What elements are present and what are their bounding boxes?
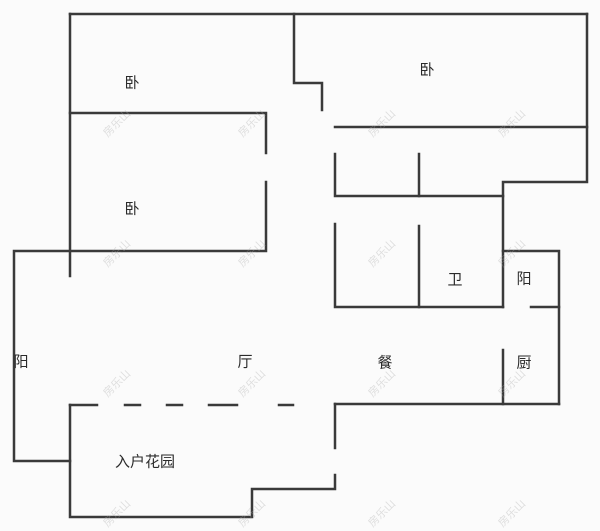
walls bbox=[12, 12, 589, 519]
room-label-balcony-left: 阳 bbox=[13, 352, 29, 371]
wall-closet bbox=[333, 152, 505, 198]
wall-bedroom-divider bbox=[68, 111, 268, 155]
wall-bedroom-right-lower bbox=[12, 180, 268, 463]
room-label-living-room: 厅 bbox=[237, 352, 253, 371]
wall-bathroom bbox=[333, 222, 505, 309]
room-label-balcony-right: 阳 bbox=[516, 269, 532, 288]
wall-right-outer bbox=[501, 12, 589, 309]
room-label-entry-garden: 入户花园 bbox=[114, 452, 176, 471]
room-label-bathroom: 卫 bbox=[447, 270, 463, 289]
room-label-bedroom-top-right: 卧 bbox=[419, 60, 435, 79]
room-label-dining-room: 餐 bbox=[377, 353, 393, 372]
room-label-kitchen: 厨 bbox=[516, 353, 532, 372]
wall-bedroom-right-step bbox=[292, 12, 324, 112]
wall-balcony-right bbox=[501, 249, 561, 406]
room-label-bedroom-top-left: 卧 bbox=[124, 73, 140, 92]
wall-garden-right-lower bbox=[68, 403, 337, 519]
room-label-bedroom-middle-left: 卧 bbox=[124, 199, 140, 218]
